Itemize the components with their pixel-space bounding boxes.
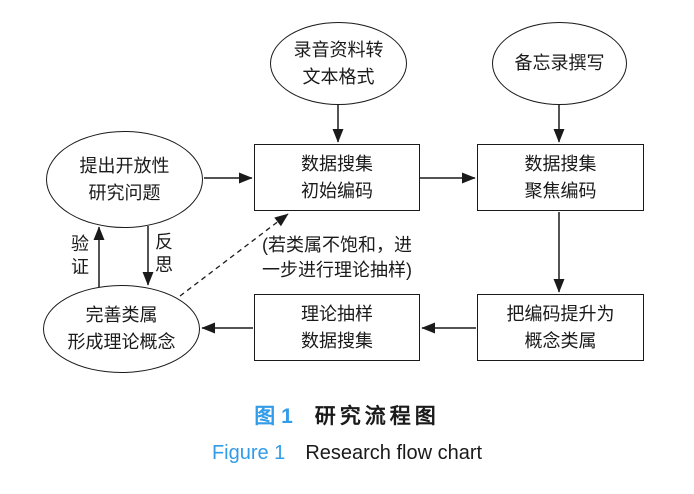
edge-label-reflect: 反 思: [155, 232, 173, 275]
caption-zh-title: 研究流程图: [314, 405, 440, 428]
edge-label-verify: 验 证: [71, 234, 89, 277]
caption-zh-number: 图 1: [254, 405, 293, 428]
node-refine-category: 完善类属 形成理论概念: [43, 285, 200, 373]
caption-zh: 图 1 研究流程图: [0, 400, 694, 430]
caption-en-title: Research flow chart: [305, 442, 483, 464]
node-raise-to-concept: 把编码提升为 概念类属: [477, 294, 644, 361]
node-focused-coding: 数据搜集 聚焦编码: [477, 144, 644, 211]
caption-en: Figure 1 Research flow chart: [0, 442, 694, 465]
node-refine-category-label: 完善类属 形成理论概念: [67, 305, 176, 352]
node-theoretical-sampling: 理论抽样 数据搜集: [254, 294, 420, 361]
annotation-theoretical-sampling-note: (若类属不饱和，进 一步进行理论抽样): [262, 235, 412, 280]
caption-en-number: Figure 1: [211, 442, 286, 464]
node-focused-coding-label: 数据搜集 聚焦编码: [524, 153, 597, 201]
node-raise-to-concept-label: 把编码提升为 概念类属: [506, 303, 615, 351]
node-memo-writing: 备忘录撰写: [492, 22, 627, 105]
node-open-question-label: 提出开放性 研究问题: [79, 155, 170, 203]
node-initial-coding: 数据搜集 初始编码: [254, 144, 420, 211]
node-initial-coding-label: 数据搜集 初始编码: [301, 153, 373, 201]
node-theoretical-sampling-label: 理论抽样 数据搜集: [301, 303, 373, 351]
arrow-refine-to-initial-dashed: [179, 213, 289, 297]
node-recording-to-text: 录音资料转 文本格式: [270, 22, 407, 105]
node-recording-to-text-label: 录音资料转 文本格式: [293, 39, 384, 87]
node-memo-writing-label: 备忘录撰写: [514, 53, 605, 73]
node-open-question: 提出开放性 研究问题: [46, 131, 203, 228]
